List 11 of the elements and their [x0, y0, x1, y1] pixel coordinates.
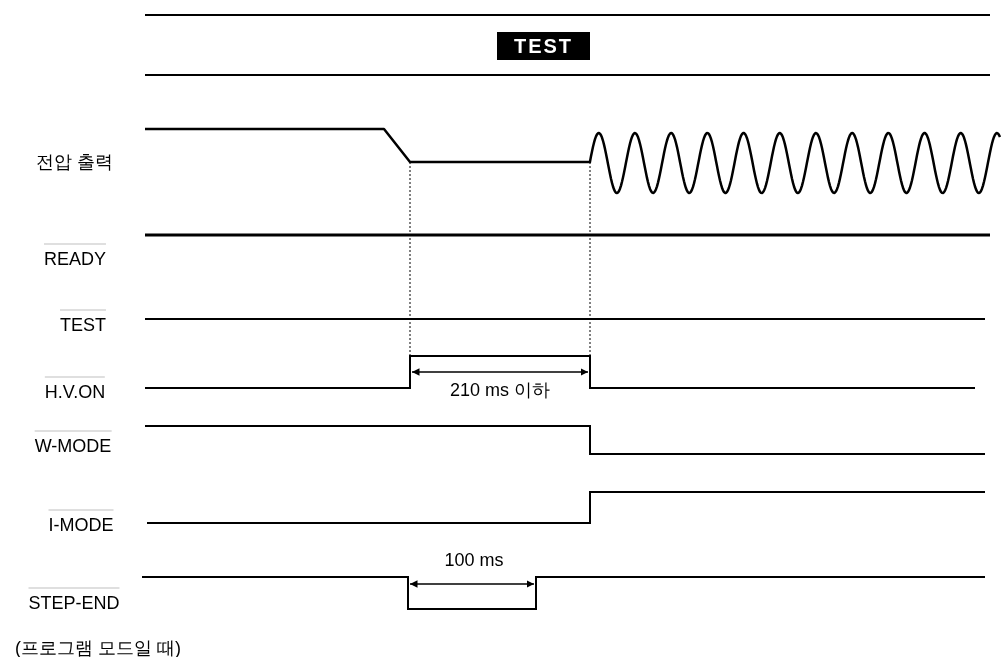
signal-name: READY — [44, 243, 106, 269]
mode-badge: TEST — [497, 32, 590, 60]
signal-name: STEP-END — [28, 587, 120, 613]
signal-name: 전압 출력 — [36, 152, 114, 172]
signal-name: W-MODE — [34, 430, 112, 456]
signal-name: I-MODE — [48, 509, 114, 535]
note-text: (프로그램 모드일 때) — [15, 638, 181, 657]
dimension-label: 100 ms — [444, 550, 504, 570]
dimension-label: 210 ms 이하 — [450, 380, 550, 400]
signal-name: H.V.ON — [44, 376, 106, 402]
signal-name: TEST — [60, 309, 106, 335]
